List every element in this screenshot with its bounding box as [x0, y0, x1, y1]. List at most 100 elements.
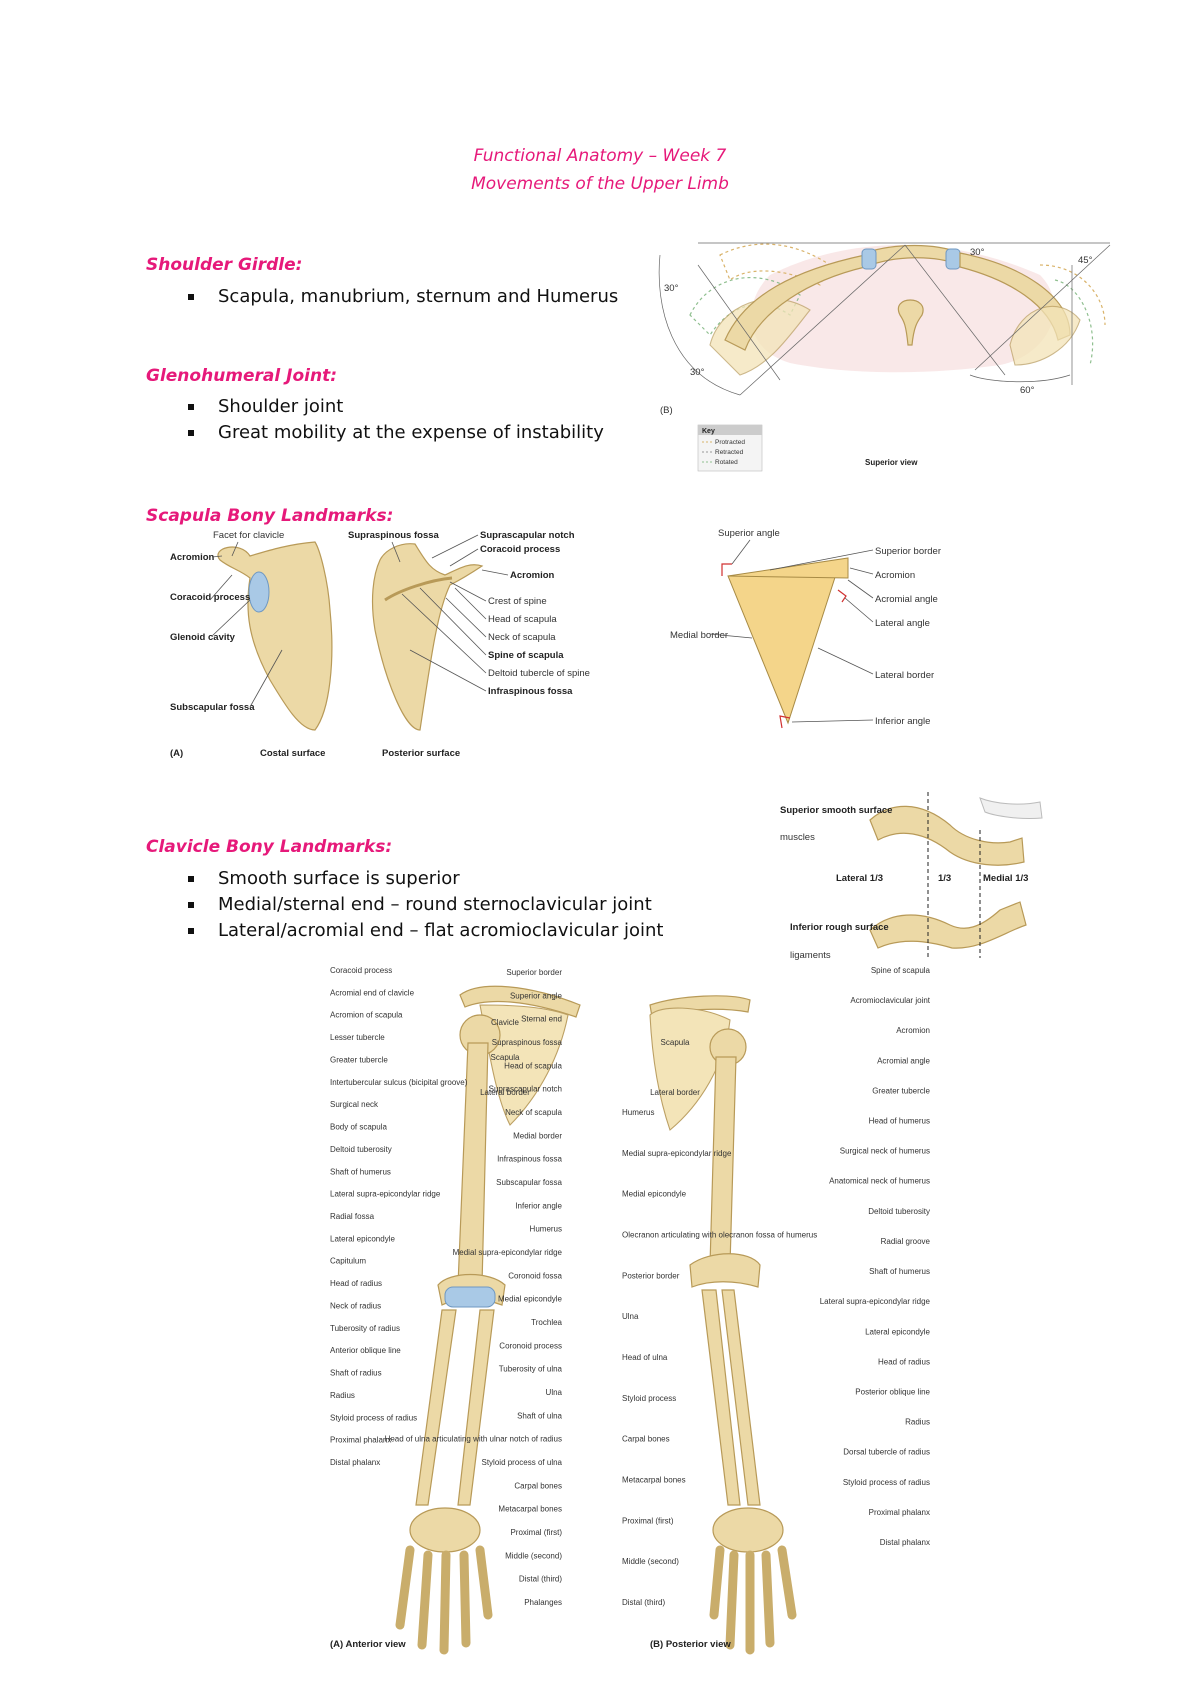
heading-glenohumeral: Glenohumeral Joint:: [146, 366, 338, 386]
scapula-label: Coracoid process: [170, 592, 250, 603]
upper-limb-label: Superior angle: [510, 991, 563, 1000]
upper-limb-label: Styloid process of ulna: [482, 1458, 563, 1467]
upper-limb-label: Acromioclavicular joint: [850, 996, 930, 1005]
upper-limb-label: Coracoid process: [330, 966, 392, 975]
upper-limb-label: Supraspinous fossa: [492, 1038, 563, 1047]
figure-clavicle: Superior smooth surface muscles Lateral …: [780, 792, 1043, 960]
legend-key: Key Protracted Retracted Rotated: [697, 424, 763, 472]
schematic-label: Lateral angle: [875, 618, 930, 629]
clavicle-lateral-third: Lateral 1/3: [836, 873, 883, 884]
schematic-label: Acromial angle: [875, 594, 938, 605]
upper-limb-label: Medial supra-epicondylar ridge: [622, 1149, 732, 1158]
clavicle-note-inferior: ligaments: [790, 950, 831, 960]
upper-limb-label: Ulna: [546, 1388, 563, 1397]
upper-limb-label: Carpal bones: [514, 1481, 562, 1490]
upper-limb-label: Medial supra-epicondylar ridge: [453, 1248, 563, 1257]
scapula-label: Infraspinous fossa: [488, 686, 573, 697]
schematic-label: Inferior angle: [875, 716, 930, 727]
upper-limb-label: Medial border: [513, 1131, 562, 1140]
glenohumeral-list: Shoulder joint Great mobility at the exp…: [146, 394, 706, 446]
upper-limb-label: Styloid process of radius: [330, 1413, 417, 1422]
scapula-label: Glenoid cavity: [170, 632, 236, 643]
upper-limb-label: Tuberosity of ulna: [499, 1365, 563, 1374]
upper-limb-label: Suprascapular notch: [489, 1085, 562, 1094]
scapula-label: Supraspinous fossa: [348, 530, 440, 541]
upper-limb-label: Body of scapula: [330, 1123, 387, 1132]
heading-shoulder-girdle: Shoulder Girdle:: [146, 255, 303, 275]
svg-text:Protracted: Protracted: [715, 439, 745, 446]
upper-limb-label: Head of scapula: [504, 1061, 562, 1070]
upper-limb-label: Acromion: [896, 1026, 930, 1035]
upper-limb-label: Acromial angle: [877, 1056, 930, 1065]
upper-limb-label: Proximal (first): [510, 1528, 562, 1537]
view-caption: Superior view: [865, 458, 918, 467]
upper-limb-label: Anatomical neck of humerus: [829, 1177, 930, 1186]
upper-limb-label: Posterior oblique line: [855, 1387, 930, 1396]
list-item: Great mobility at the expense of instabi…: [146, 420, 706, 446]
scapula-label: Acromion: [170, 552, 215, 563]
scapula-label: Suprascapular notch: [480, 530, 575, 541]
upper-limb-label: Subscapular fossa: [496, 1178, 562, 1187]
scapula-label: Head of scapula: [488, 614, 557, 625]
heading-clavicle: Clavicle Bony Landmarks:: [146, 837, 393, 857]
svg-text:Retracted: Retracted: [715, 449, 744, 456]
upper-limb-label: Olecranon articulating with olecranon fo…: [622, 1231, 817, 1240]
list-item: Shoulder joint: [146, 394, 706, 420]
upper-limb-label: Trochlea: [531, 1318, 562, 1327]
upper-limb-label: Medial epicondyle: [498, 1295, 563, 1304]
upper-limb-label: Proximal (first): [622, 1516, 674, 1525]
upper-limb-label: Middle (second): [622, 1557, 679, 1566]
svg-text:Rotated: Rotated: [715, 459, 738, 466]
angle-label: 45°: [1078, 255, 1093, 266]
upper-limb-label: Phalanges: [524, 1598, 562, 1607]
upper-limb-label: Head of humerus: [869, 1117, 930, 1126]
scapula-label: Coracoid process: [480, 544, 560, 555]
upper-limb-label: Inferior angle: [515, 1201, 562, 1210]
upper-limb-label: Ulna: [622, 1312, 639, 1321]
posterior-caption: (B) Posterior view: [650, 1639, 731, 1650]
upper-limb-label: Radial groove: [881, 1237, 930, 1246]
upper-limb-label: Coronoid fossa: [508, 1271, 562, 1280]
doc-subtitle: Movements of the Upper Limb: [471, 174, 729, 194]
upper-limb-label: Distal (third): [519, 1575, 562, 1584]
scapula-label: Neck of scapula: [488, 632, 556, 643]
upper-limb-label: Styloid process: [622, 1394, 676, 1403]
scapula-label: Crest of spine: [488, 596, 547, 607]
upper-limb-label: Posterior border: [622, 1271, 680, 1280]
upper-limb-label: Dorsal tubercle of radius: [843, 1448, 930, 1457]
upper-limb-label: Clavicle: [491, 1018, 520, 1027]
upper-limb-label: Surgical neck: [330, 1100, 379, 1109]
upper-limb-label: Deltoid tuberosity: [330, 1145, 392, 1154]
upper-limb-label: Lateral supra-epicondylar ridge: [820, 1297, 930, 1306]
shoulder-girdle-list: Scapula, manubrium, sternum and Humerus: [146, 284, 706, 310]
schematic-label: Lateral border: [875, 670, 934, 681]
clavicle-list: Smooth surface is superior Medial/sterna…: [146, 866, 746, 944]
upper-limb-label: Coronoid process: [499, 1341, 562, 1350]
upper-limb-label: Greater tubercle: [872, 1086, 930, 1095]
clavicle-middle-third: 1/3: [938, 873, 951, 884]
upper-limb-label: Metacarpal bones: [498, 1505, 562, 1514]
upper-limb-label: Radial fossa: [330, 1212, 375, 1221]
anterior-caption: (A) Anterior view: [330, 1639, 406, 1650]
upper-limb-label: Acromion of scapula: [330, 1011, 403, 1020]
upper-limb-label: Lateral border: [650, 1088, 700, 1097]
upper-limb-label: Shaft of ulna: [517, 1411, 562, 1420]
heading-scapula: Scapula Bony Landmarks:: [146, 506, 394, 526]
list-item: Medial/sternal end – round sternoclavicu…: [146, 892, 746, 918]
upper-limb-label: Head of radius: [878, 1357, 930, 1366]
upper-limb-label: Intertubercular sulcus (bicipital groove…: [330, 1078, 468, 1087]
upper-limb-label: Proximal phalanx: [330, 1436, 391, 1445]
posterior-skeleton: [649, 995, 797, 1655]
upper-limb-label: Head of ulna: [622, 1353, 668, 1362]
upper-limb-label: Deltoid tuberosity: [868, 1207, 930, 1216]
upper-limb-label: Lateral epicondyle: [330, 1234, 395, 1243]
figure-scapula-schematic: Superior angle Superior border Acromion …: [670, 528, 941, 729]
angle-label: 30°: [690, 367, 705, 378]
upper-limb-label: Spine of scapula: [871, 966, 930, 975]
svg-text:Key: Key: [702, 428, 715, 435]
upper-limb-label: Neck of scapula: [505, 1108, 562, 1117]
upper-limb-label: Infraspinous fossa: [497, 1155, 562, 1164]
panel-label: (B): [660, 405, 673, 416]
list-item: Lateral/acromial end – flat acromioclavi…: [146, 918, 746, 944]
